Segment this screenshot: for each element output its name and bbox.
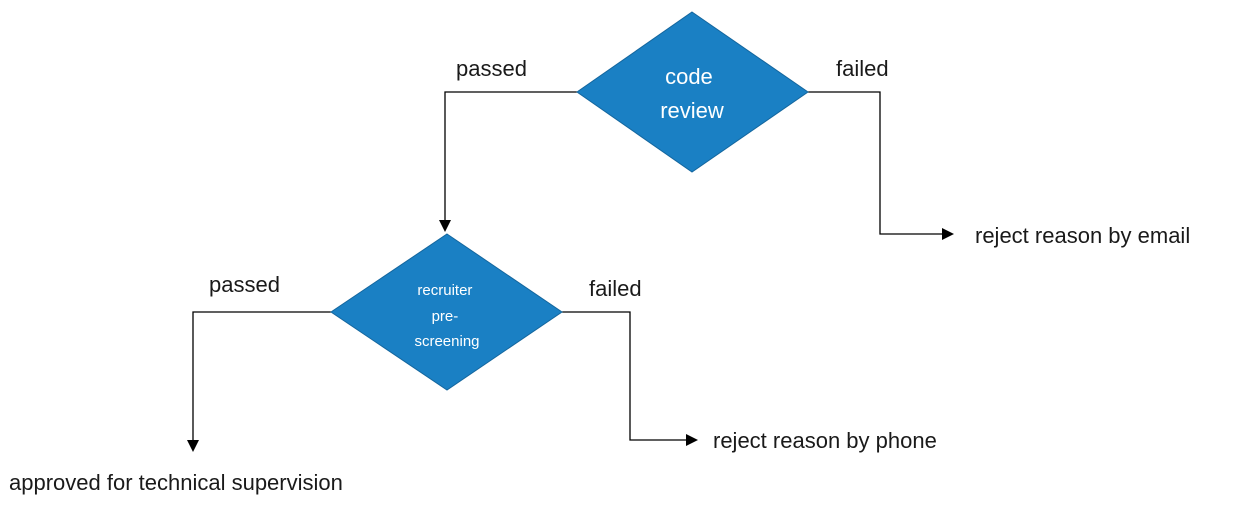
outcome-approved-for-technical-supervision: approved for technical supervision: [9, 470, 343, 495]
decision-recruiter-prescreening-line-1: recruiter: [417, 282, 472, 299]
decision-recruiter-prescreening: [330, 233, 563, 391]
decision-code-review-line-1: code: [665, 64, 713, 89]
connector-prescreening-passed: [192, 311, 331, 442]
decision-recruiter-prescreening-line-2: pre-: [432, 308, 459, 325]
outcome-reject-reason-by-email: reject reason by email: [975, 223, 1190, 248]
arrowhead-code-review-passed: [439, 220, 451, 232]
outcome-reject-reason-by-phone: reject reason by phone: [713, 428, 937, 453]
decision-code-review-label: code review: [660, 64, 724, 123]
connector-prescreening-failed: [562, 311, 688, 441]
arrowhead-code-review-failed: [942, 228, 954, 240]
decision-recruiter-prescreening-label: recruiter pre- screening: [414, 282, 479, 350]
arrowhead-prescreening-failed: [686, 434, 698, 446]
edge-label-prescreening-passed: passed: [209, 272, 280, 297]
decision-recruiter-prescreening-line-3: screening: [414, 333, 479, 350]
arrowhead-prescreening-passed: [187, 440, 199, 452]
edge-label-code-review-failed: failed: [836, 56, 889, 81]
edge-label-prescreening-failed: failed: [589, 276, 642, 301]
connector-code-review-passed: [444, 91, 577, 222]
connector-code-review-failed: [808, 91, 944, 235]
edge-label-code-review-passed: passed: [456, 56, 527, 81]
decision-code-review-line-2: review: [660, 98, 724, 123]
decision-code-review: [576, 11, 809, 173]
